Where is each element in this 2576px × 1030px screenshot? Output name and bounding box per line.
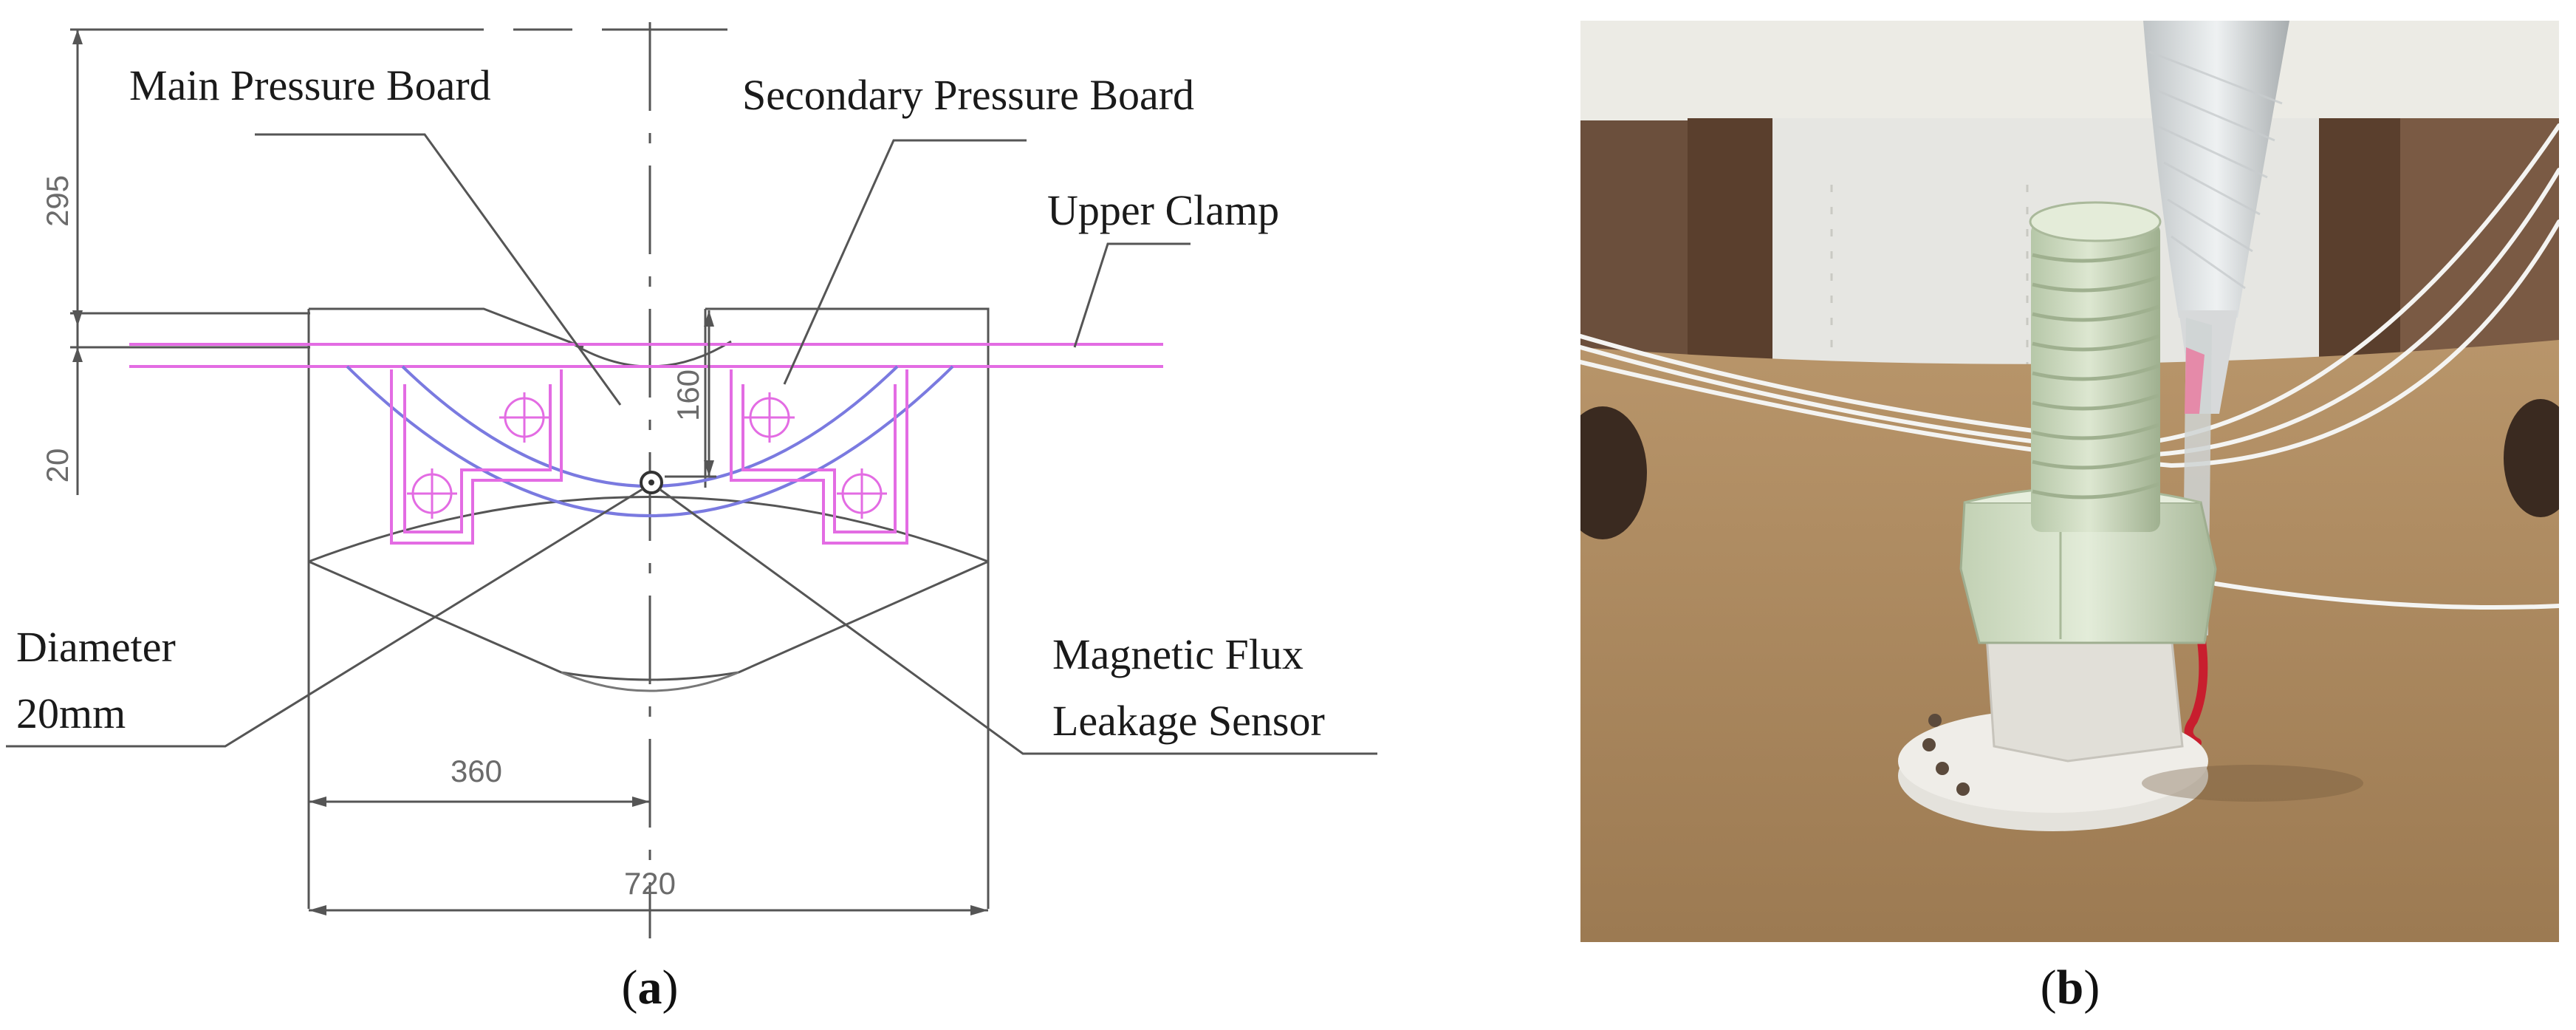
bolt-hole-1 (499, 392, 549, 443)
label-main-pressure-board: Main Pressure Board (129, 61, 491, 109)
photo-bolt (2029, 201, 2162, 532)
dim-360-label: 360 (451, 754, 502, 788)
leader-lines (6, 133, 1377, 755)
leader-mfl (659, 488, 1377, 755)
dimension-295: 295 20 (40, 30, 310, 495)
dim-720-label: 720 (624, 866, 676, 901)
dimension-160: 160 (665, 310, 716, 478)
dim-295-label: 295 (40, 175, 75, 227)
photo-lower-hex (1985, 634, 2184, 763)
bolt-hole-3 (744, 392, 795, 443)
bolt-hole-4 (837, 468, 887, 519)
upper-clamp-lines (129, 343, 1163, 368)
label-upper-clamp: Upper Clamp (1047, 186, 1279, 234)
label-diameter-line2: 20mm (16, 689, 126, 737)
bolt-hole-2 (407, 468, 457, 519)
left-bracket (390, 369, 563, 545)
bolt-hole-markers (407, 392, 887, 519)
board-outline (307, 307, 990, 909)
panel-a-drawing: 295 20 (6, 22, 1377, 1014)
label-diameter-line1: Diameter (16, 623, 176, 671)
leader-secondary-board (783, 139, 1027, 385)
dim-160-label: 160 (671, 369, 705, 421)
label-mfl-line1: Magnetic Flux (1052, 630, 1304, 678)
leader-diameter (6, 488, 643, 748)
caption-b: (b) (2041, 961, 2100, 1014)
panel-b-photo: (b) (1580, 21, 2559, 1014)
dim-20-label: 20 (40, 449, 75, 483)
photo-red-wire (2184, 631, 2208, 747)
right-bracket (730, 369, 908, 545)
label-secondary-pressure-board: Secondary Pressure Board (742, 71, 1194, 119)
caption-a: (a) (622, 961, 679, 1014)
dimension-360: 360 (309, 754, 650, 807)
leader-upper-clamp (1073, 242, 1191, 348)
label-mfl-line2: Leakage Sensor (1052, 697, 1325, 745)
sensor-circle (640, 471, 663, 494)
leader-main-board (255, 133, 622, 406)
dimension-720: 720 (309, 866, 988, 915)
